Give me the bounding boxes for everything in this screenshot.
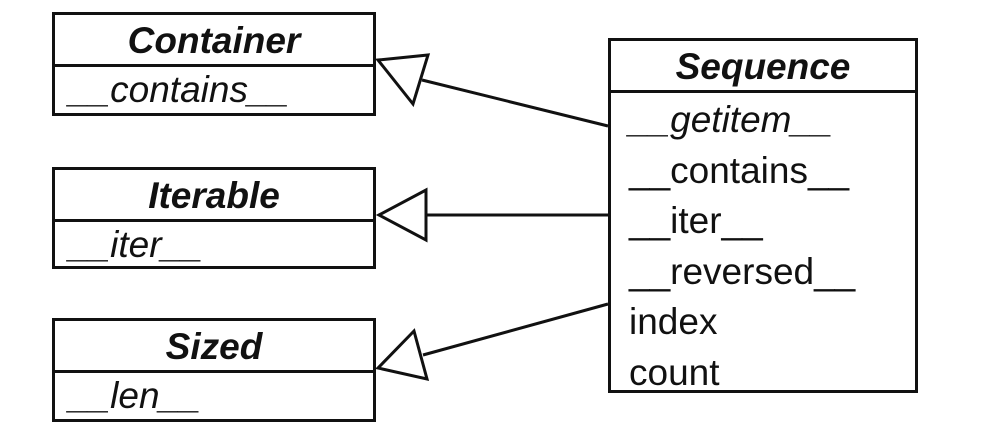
- inheritance-line-sized: [422, 302, 609, 357]
- member-sequence-contains: __contains__: [629, 149, 850, 191]
- class-name-sequence: Sequence: [611, 41, 915, 93]
- inheritance-arrowhead-sized: [375, 328, 430, 382]
- class-box-iterable: Iterable __iter__: [52, 167, 376, 269]
- member-container-contains: __contains__: [69, 69, 290, 110]
- class-box-sized: Sized __len__: [52, 318, 376, 422]
- member-sequence-reversed: __reversed__: [629, 250, 856, 292]
- member-sequence-index: index: [629, 301, 718, 342]
- inheritance-line-container: [421, 78, 609, 128]
- member-sequence-getitem: __getitem__: [629, 99, 833, 140]
- member-iterable-iter: __iter__: [69, 224, 203, 265]
- inheritance-arrowhead-container: [375, 53, 431, 108]
- class-name-sized: Sized: [55, 321, 373, 373]
- member-sequence-count: count: [629, 351, 720, 393]
- sequence-member-list: __getitem__ __contains__ __iter__ __reve…: [611, 93, 915, 398]
- member-sequence-iter: __iter__: [629, 200, 763, 241]
- class-name-container: Container: [55, 15, 373, 67]
- inheritance-arrowhead-iterable: [375, 187, 428, 243]
- class-box-container: Container __contains__: [52, 12, 376, 116]
- member-sized-len: __len__: [69, 375, 201, 416]
- class-box-sequence: Sequence __getitem__ __contains__ __iter…: [608, 38, 918, 393]
- class-name-iterable: Iterable: [55, 170, 373, 222]
